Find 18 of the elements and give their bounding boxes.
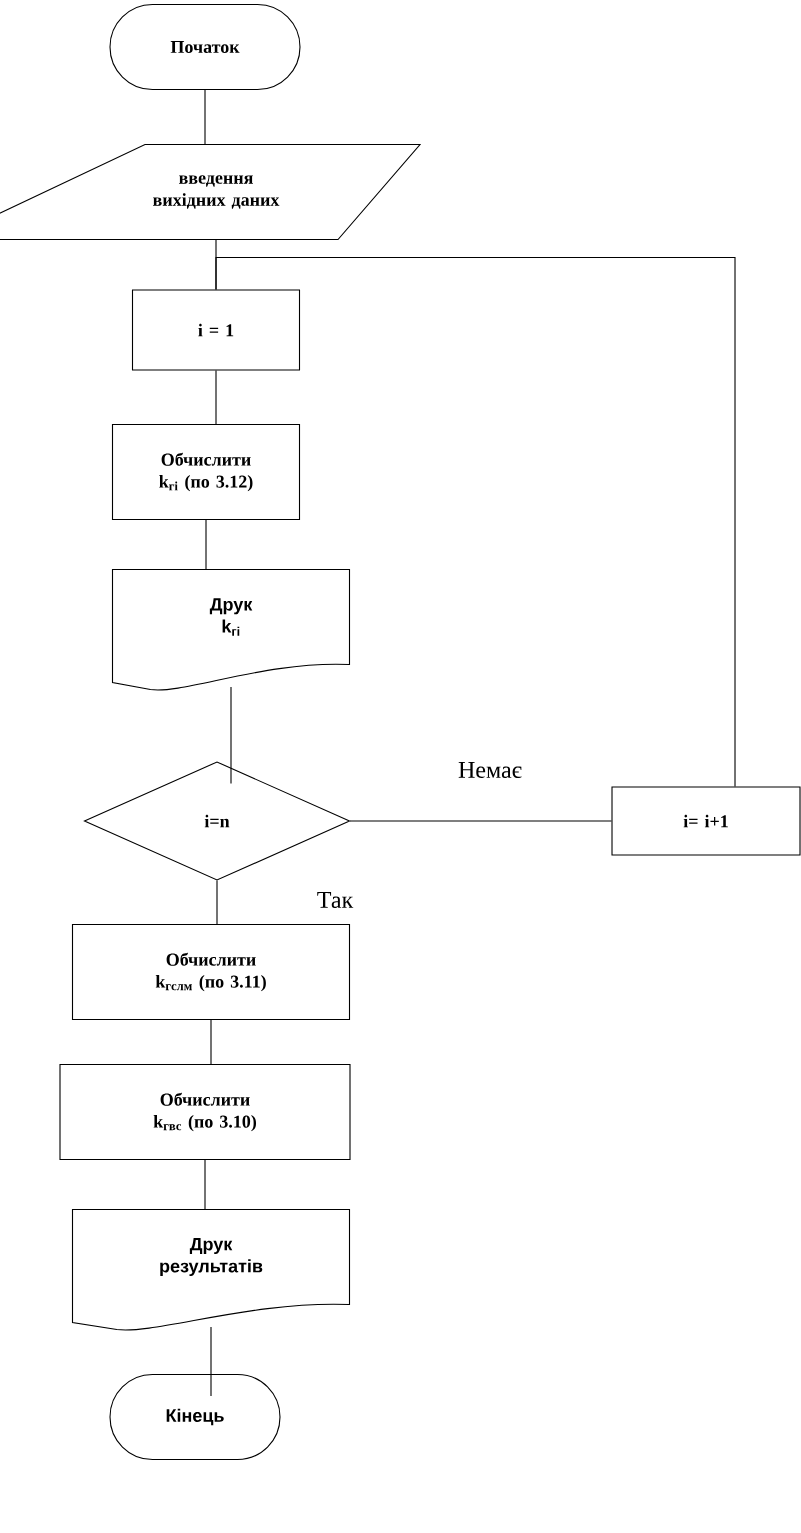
input-parallelogram: введення вихідних даних xyxy=(0,143,422,241)
connector-line xyxy=(210,1326,212,1397)
process-box: Обчислити k$_{гі}$ (по 3.12) xyxy=(111,423,301,521)
connector-line xyxy=(230,686,232,784)
connector-line xyxy=(215,370,217,425)
process-box: i= i+1 xyxy=(611,786,801,856)
connector-line xyxy=(204,1159,206,1210)
connector-line xyxy=(349,820,612,822)
edge-label: Немає xyxy=(457,761,523,779)
connector-line xyxy=(216,880,218,925)
connector-line xyxy=(210,1019,212,1065)
process-box: Обчислити k$_{гслм}$ (по 3.11) xyxy=(71,923,351,1021)
connector-line xyxy=(205,519,207,570)
process-box: i = 1 xyxy=(131,289,301,371)
process-box: Обчислити k$_{гвс}$ (по 3.10) xyxy=(59,1063,351,1161)
connector-line xyxy=(215,256,736,787)
edge-label: Так xyxy=(315,891,355,909)
connector-line xyxy=(204,89,206,145)
